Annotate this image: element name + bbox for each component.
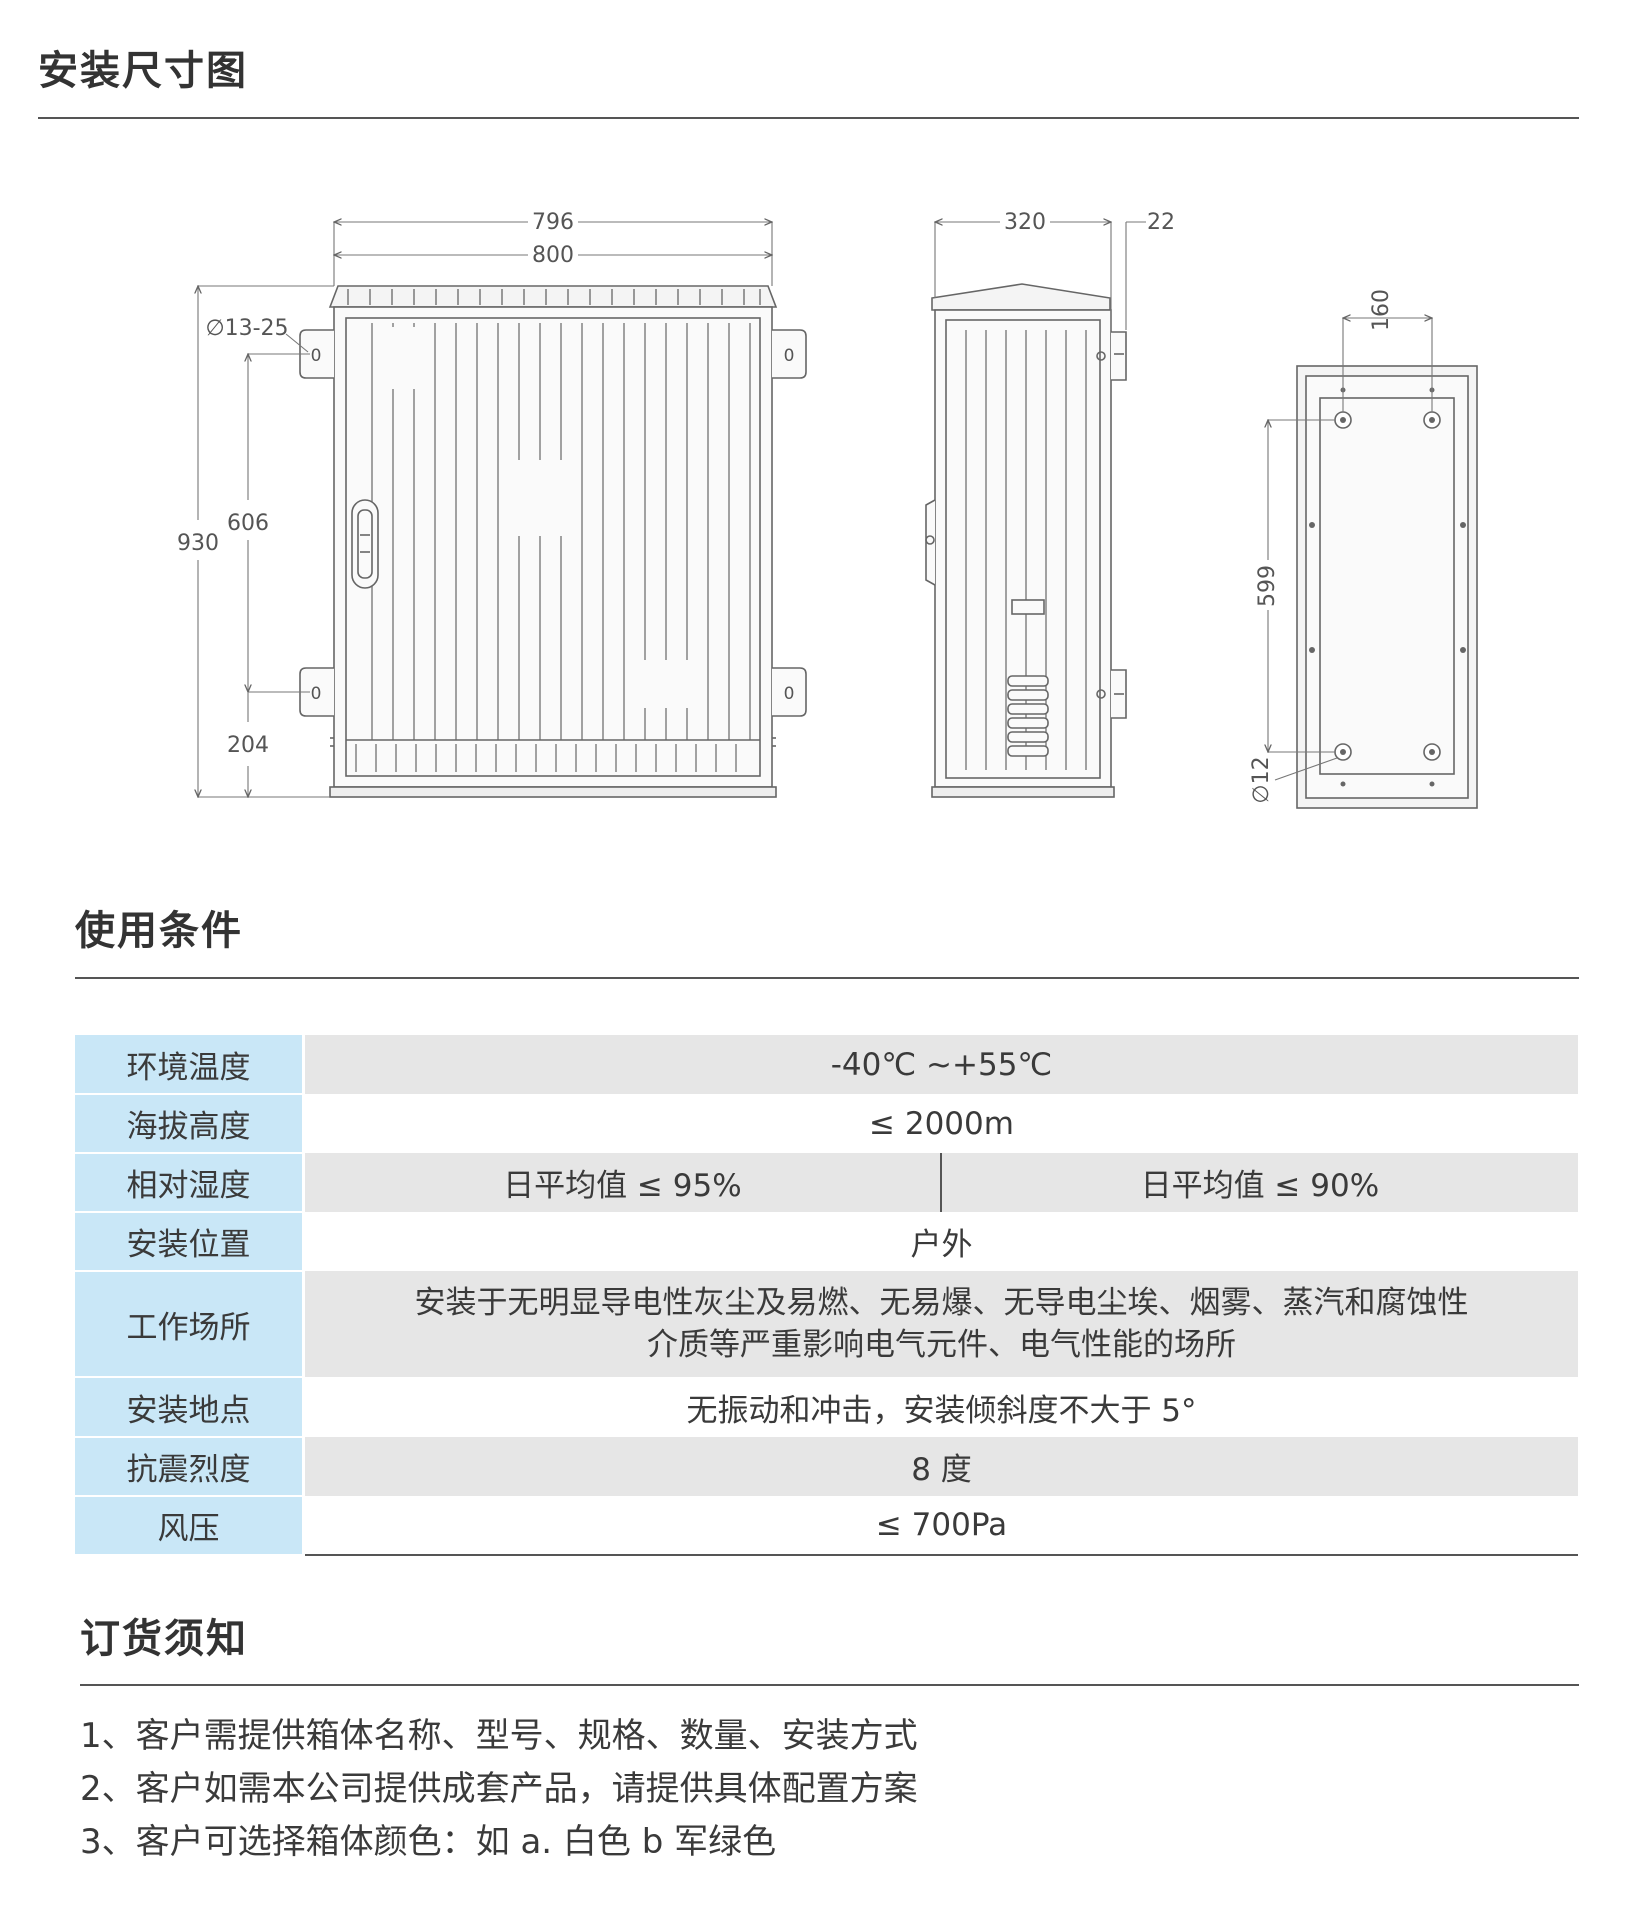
front-dimension-labels: 796 800 930 606 204 ∅13-25 [177, 210, 574, 758]
dim-204: 204 [227, 733, 269, 758]
row-label: 安装位置 [75, 1212, 304, 1272]
conditions-divider [75, 977, 1579, 979]
row-label: 海拔高度 [75, 1094, 304, 1154]
front-slot-marks: 0 0 0 0 [311, 346, 795, 704]
front-dimensions [198, 222, 772, 797]
list-item: 3、客户可选择箱体颜色：如 a. 白色 b 军绿色 [80, 1822, 777, 1862]
slot-mark: 0 [784, 684, 795, 704]
row-label: 环境温度 [75, 1035, 304, 1095]
usage-conditions-title: 使用条件 [75, 908, 243, 954]
table-row: 风压 ≤ 700Pa [75, 1496, 1578, 1556]
title-divider [38, 117, 1579, 119]
table-row: 安装位置 户外 [75, 1212, 1578, 1272]
row-label: 工作场所 [75, 1271, 304, 1378]
base-view [1296, 365, 1478, 809]
installation-drawing: 0 0 0 0 796 800 930 606 204 ∅13-25 [177, 210, 1478, 809]
table-row: 抗震烈度 8 度 [75, 1437, 1578, 1497]
table-row: 安装地点 无振动和冲击，安装倾斜度不大于 5° [75, 1377, 1578, 1438]
row-value-line: 安装于无明显导电性灰尘及易燃、无易爆、无导电尘埃、烟雾、蒸汽和腐蚀性 [414, 1285, 1469, 1321]
side-view [925, 283, 1127, 798]
row-label: 安装地点 [75, 1377, 304, 1438]
row-label: 抗震烈度 [75, 1437, 304, 1497]
dim-320: 320 [1004, 210, 1046, 235]
table-row: 相对湿度 日平均值 ≤ 95% 日平均值 ≤ 90% [75, 1153, 1578, 1213]
list-item: 1、客户需提供箱体名称、型号、规格、数量、安装方式 [80, 1716, 918, 1756]
row-value-right: 日平均值 ≤ 90% [940, 1153, 1578, 1212]
row-value: 户外 [302, 1212, 1578, 1271]
dim-slot: ∅13-25 [205, 316, 288, 341]
dim-599: 599 [1255, 565, 1280, 607]
dim-hole-dia: ∅12 [1249, 756, 1274, 803]
base-dimension-labels: 160 599 ∅12 [1249, 289, 1394, 804]
row-value: 安装于无明显导电性灰尘及易燃、无易爆、无导电尘埃、烟雾、蒸汽和腐蚀性 介质等严重… [302, 1271, 1578, 1377]
ordering-divider [80, 1684, 1579, 1686]
list-item: 2、客户如需本公司提供成套产品，请提供具体配置方案 [80, 1769, 918, 1809]
ordering-notes-title: 订货须知 [80, 1616, 248, 1662]
row-value: 8 度 [302, 1437, 1578, 1496]
row-value: 无振动和冲击，安装倾斜度不大于 5° [302, 1377, 1578, 1437]
slot-mark: 0 [784, 346, 795, 366]
dim-606: 606 [227, 511, 269, 536]
dim-796: 796 [532, 210, 574, 235]
dim-160: 160 [1369, 289, 1394, 331]
row-value: -40℃ ~+55℃ [302, 1035, 1578, 1094]
row-value: ≤ 2000m [302, 1094, 1578, 1153]
table-row: 工作场所 安装于无明显导电性灰尘及易燃、无易爆、无导电尘埃、烟雾、蒸汽和腐蚀性 … [75, 1271, 1578, 1378]
front-view [299, 285, 807, 798]
row-label: 风压 [75, 1496, 304, 1556]
install-dimensions-title: 安装尺寸图 [38, 48, 248, 94]
row-value-left: 日平均值 ≤ 95% [301, 1153, 942, 1212]
row-label: 相对湿度 [75, 1153, 304, 1213]
dim-930: 930 [177, 531, 219, 556]
conditions-table: 环境温度 -40℃ ~+55℃ 海拔高度 ≤ 2000m 相对湿度 日平均值 ≤… [75, 1035, 1578, 1556]
side-dimensions [935, 222, 1146, 330]
ordering-notes-list: 1、客户需提供箱体名称、型号、规格、数量、安装方式 2、客户如需本公司提供成套产… [80, 1710, 918, 1869]
table-row: 海拔高度 ≤ 2000m [75, 1094, 1578, 1154]
slot-mark: 0 [311, 346, 322, 366]
side-dimension-labels: 320 22 [1004, 210, 1175, 235]
dim-800: 800 [532, 243, 574, 268]
base-dimensions [1268, 318, 1432, 781]
table-row: 环境温度 -40℃ ~+55℃ [75, 1035, 1578, 1095]
slot-mark: 0 [311, 684, 322, 704]
dim-22: 22 [1147, 210, 1175, 235]
row-value: ≤ 700Pa [302, 1496, 1578, 1556]
row-value-line: 介质等严重影响电气元件、电气性能的场所 [647, 1327, 1236, 1363]
